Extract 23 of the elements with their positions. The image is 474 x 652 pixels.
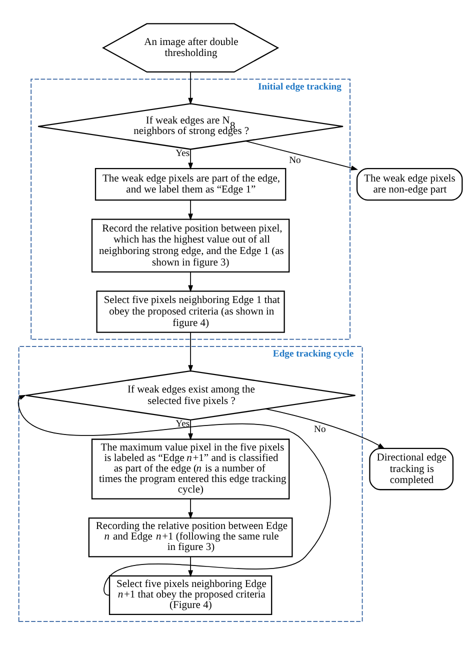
node-box: Recording the relative position between Edge n and Edge n+1 (following the same rule in figure 3) <box>88 518 293 558</box>
arrow <box>188 149 194 170</box>
arrow <box>188 200 194 221</box>
node-diamond: If weak edges exist among the selected five pixels ? <box>25 370 356 421</box>
node-box: The maximum value pixel in the five pixels is labeled as “Edge n+1” and is classified as part of the edge (n is a number of times the program entered this edge tracking cycle) <box>91 438 290 500</box>
node-box: The weak edge pixels are part of the edge, and we label them as “Edge 1” <box>94 168 286 201</box>
arrow <box>265 408 385 449</box>
node-box: Record the relative position between pixel, which has the highest value out of all neighboring strong edge, and the Edge 1 (as shown in figure 3) <box>91 218 290 272</box>
node-box: Directional edge tracking is completed <box>369 448 454 490</box>
edge-label: Yes <box>176 418 190 430</box>
edge-label: Yes <box>176 148 190 160</box>
arrow <box>245 140 358 170</box>
arrow <box>188 272 194 292</box>
node-box: Select five pixels neighboring Edge n+1 that obey the proposed criteria (Figure 4) <box>108 575 272 616</box>
node-box: Select five pixels neighboring Edge 1 that obey the proposed criteria (as shown in figure 4) <box>96 290 285 333</box>
node-box: The weak edge pixels are non-edge part <box>356 168 463 201</box>
edge-label: No <box>289 154 301 166</box>
edge-label: No <box>314 424 326 436</box>
arrow <box>188 498 194 520</box>
arrow <box>188 556 194 578</box>
arrow <box>188 72 194 105</box>
arrow <box>188 332 194 372</box>
arrow <box>188 420 194 440</box>
